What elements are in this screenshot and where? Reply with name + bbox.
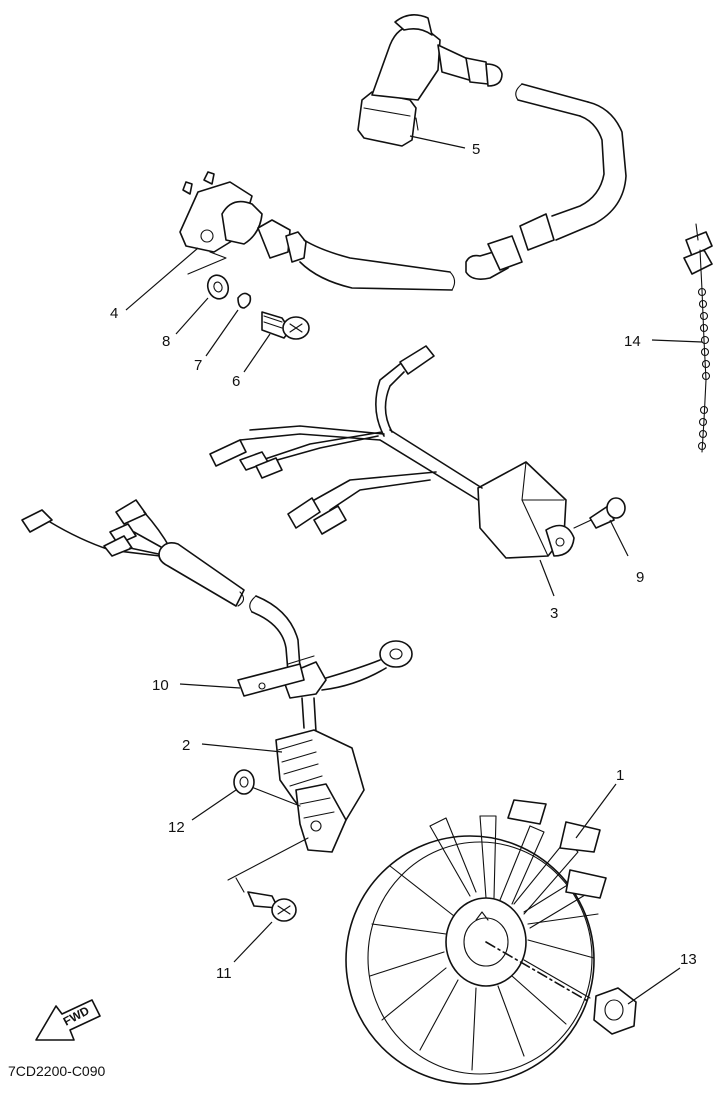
part-number-2: 2 — [182, 737, 190, 754]
drawing-code: 7CD2200-C090 — [8, 1063, 105, 1079]
ball-chain-drawing — [683, 223, 713, 453]
part-number-12: 12 — [168, 819, 185, 836]
washer-12-drawing — [233, 769, 301, 807]
cdi-unit-drawing — [209, 345, 575, 559]
part-number-labels: 5 4 8 7 6 14 9 3 10 2 12 11 1 13 — [110, 141, 697, 982]
coil-fasteners-drawing — [187, 251, 310, 340]
cdi-screw-drawing — [573, 497, 626, 529]
part-number-5: 5 — [472, 141, 480, 158]
callout-lines — [125, 135, 703, 1005]
part-number-4: 4 — [110, 305, 118, 322]
part-number-11: 11 — [216, 965, 232, 982]
flywheel-nut-drawing — [593, 987, 637, 1035]
spark-plug-cap-drawing — [357, 14, 503, 147]
part-number-9: 9 — [636, 569, 644, 586]
part-number-14: 14 — [624, 333, 641, 350]
fwd-arrow-icon: FWD — [35, 999, 101, 1041]
part-number-7: 7 — [194, 357, 202, 374]
part-number-10: 10 — [152, 677, 169, 694]
part-number-13: 13 — [680, 951, 697, 968]
part-number-8: 8 — [162, 333, 170, 350]
flywheel-drawing — [345, 799, 607, 1085]
part-number-6: 6 — [232, 373, 240, 390]
ignition-coil-drawing — [179, 83, 627, 291]
stator-harness-drawing — [21, 499, 413, 853]
part-number-3: 3 — [550, 605, 558, 622]
screw-11-drawing — [227, 837, 309, 922]
part-number-1: 1 — [616, 767, 624, 784]
